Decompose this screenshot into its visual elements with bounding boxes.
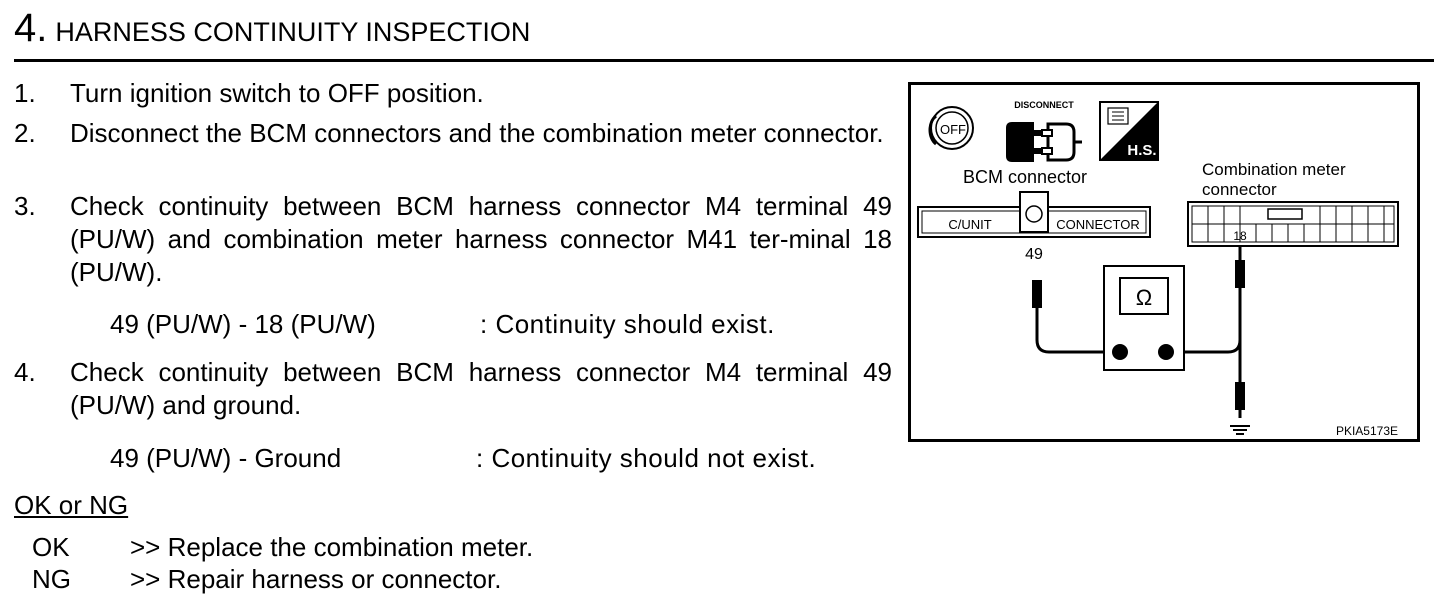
step-4-text: Check continuity between BCM harness con… — [70, 357, 892, 420]
figure-code: PKIA5173E — [1336, 424, 1398, 438]
meter-connector-label-line2: connector — [1202, 180, 1277, 199]
probe-meter — [1235, 260, 1245, 288]
probe-ground — [1235, 382, 1245, 410]
result-ng-action: >> Repair harness or connector. — [130, 564, 502, 594]
step-title: HARNESS CONTINUITY INSPECTION — [55, 17, 531, 47]
bcm-terminal-49: 49 — [1025, 246, 1043, 263]
heading-rule — [14, 59, 1434, 62]
harness-sensor-icon: H.S. — [1099, 101, 1159, 161]
step-2-number: 2. — [14, 118, 36, 148]
c-unit-label: C/UNIT — [948, 217, 991, 232]
ground-icon — [1230, 425, 1250, 435]
svg-text:OFF: OFF — [940, 122, 966, 137]
step-4-number: 4. — [14, 357, 36, 387]
disconnect-icon: DISCONNECT — [1006, 100, 1082, 162]
step-1-text: Turn ignition switch to OFF position. — [70, 78, 484, 108]
result-ng-key: NG — [32, 564, 71, 594]
meter-terminal-18: 18 — [1233, 229, 1247, 243]
section-heading: 4.HARNESS CONTINUITY INSPECTION — [14, 6, 530, 51]
spec-1-terminals: 49 (PU/W) - 18 (PU/W) — [110, 309, 376, 339]
result-ok-key: OK — [32, 532, 70, 562]
ohmmeter: Ω — [1103, 265, 1185, 371]
step-3-text: Check continuity between BCM harness con… — [70, 191, 892, 287]
result-ok-action: >> Replace the combination meter. — [130, 532, 534, 562]
ohm-symbol: Ω — [1136, 285, 1152, 310]
connector-label: CONNECTOR — [1056, 217, 1140, 232]
step-3-number: 3. — [14, 191, 36, 221]
probe-bcm — [1032, 280, 1042, 308]
step-2-text: Disconnect the BCM connectors and the co… — [70, 118, 884, 148]
meter-connector-face — [1187, 201, 1399, 247]
step-1-number: 1. — [14, 78, 36, 108]
step-number: 4. — [14, 6, 48, 50]
spec-2-result: : Continuity should not exist. — [476, 443, 817, 473]
bcm-connector-label: BCM connector — [963, 167, 1087, 187]
svg-text:H.S.: H.S. — [1127, 142, 1156, 159]
result-heading: OK or NG — [14, 490, 129, 520]
svg-text:DISCONNECT: DISCONNECT — [1014, 100, 1074, 110]
ignition-off-icon: OFF — [928, 106, 974, 150]
wiring-diagram: OFF DISCONNECT H.S. BCM connector C/UNIT… — [908, 82, 1420, 442]
spec-2-terminals: 49 (PU/W) - Ground — [110, 443, 342, 473]
spec-1-result: : Continuity should exist. — [480, 309, 775, 339]
meter-connector-label-line1: Combination meter — [1202, 160, 1346, 179]
